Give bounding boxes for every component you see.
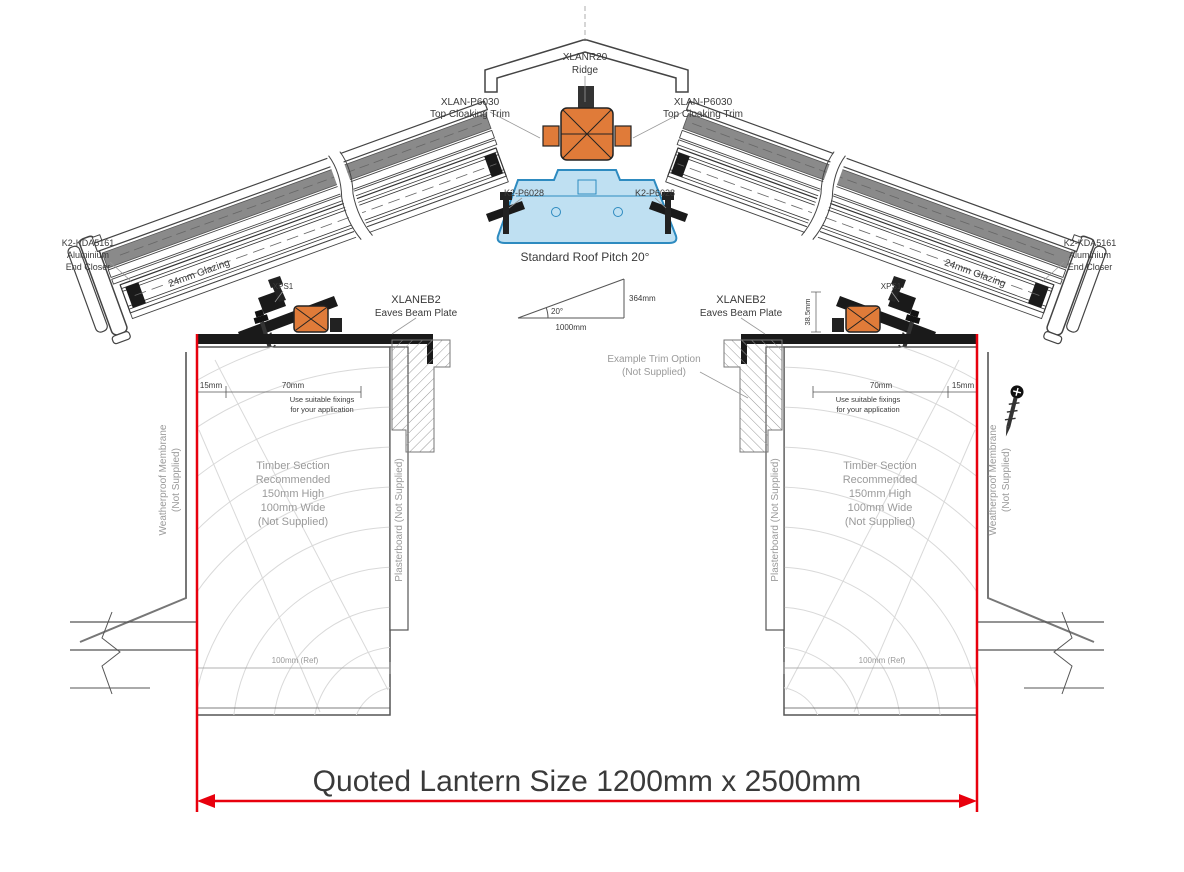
k2-label-right: K2-P6028	[635, 188, 675, 198]
screw-icon	[1004, 385, 1024, 437]
quoted-dimension	[195, 334, 979, 812]
eaves-part-label-left: XLANEB2	[391, 294, 441, 306]
top-cloaking-part-label-right: XLAN-P6030	[674, 97, 733, 108]
gasket-bar	[111, 139, 498, 285]
top-cloaking-part-label-left: XLAN-P6030	[441, 97, 500, 108]
timber-note-l1-left: Timber Section	[256, 460, 330, 472]
eaves-beam-extrusion	[293, 305, 329, 333]
ref-100-left: 100mm (Ref)	[272, 656, 319, 665]
trim-flange	[107, 129, 495, 278]
ridge-name-label: Ridge	[572, 65, 599, 76]
pitch-run-label: 1000mm	[555, 323, 586, 332]
timber-note-l3-right: 150mm High	[849, 488, 911, 500]
pitch-triangle	[517, 278, 625, 319]
ridge-bolt	[578, 86, 594, 108]
end-closer-l2-left: Aluminium	[67, 250, 109, 260]
membrane-label-l1-left: Weatherproof Membrane	[158, 424, 169, 535]
xps-label-right: XPS1	[881, 282, 902, 291]
pitch-angle-label: 20°	[551, 307, 563, 316]
timber-note-l5-right: (Not Supplied)	[845, 516, 915, 528]
eaves-name-label-right: Eaves Beam Plate	[700, 308, 783, 319]
top-cloaking-name-label-left: Top Cloaking Trim	[430, 109, 510, 120]
end-closer-l3-right: End Closer	[1068, 262, 1113, 272]
left-roof-slope	[67, 100, 509, 345]
membrane-label-l2-right: (Not Supplied)	[1001, 448, 1012, 512]
timber-note-l1-right: Timber Section	[843, 460, 917, 472]
timber-note-l2-right: Recommended	[843, 474, 918, 486]
arrow-right	[959, 794, 977, 808]
dim-15-right: 15mm	[952, 381, 975, 390]
dim-70-right: 70mm	[870, 381, 893, 390]
end-closer-part-right: K2-KDA5161	[1064, 238, 1117, 248]
end-closer-part-left: K2-KDA5161	[62, 238, 115, 248]
dim-15-left: 15mm	[200, 381, 223, 390]
ridge-fixing-right	[649, 192, 688, 234]
material-break	[326, 151, 373, 241]
dim-385	[811, 291, 821, 333]
leader-lines	[109, 76, 1065, 399]
ridge-beam	[496, 169, 678, 244]
trim-option-l1: Example Trim Option	[607, 354, 700, 365]
plasterboard-label-right: Plasterboard (Not Supplied)	[770, 458, 781, 581]
fixings-note-l1-left: Use suitable fixings	[290, 395, 355, 404]
pitch-title: Standard Roof Pitch 20°	[521, 250, 650, 264]
ref-100-right: 100mm (Ref)	[859, 656, 906, 665]
xps-label-left: XPS1	[273, 282, 294, 291]
k2-label-left: K2-P6028	[504, 188, 544, 198]
timber-note-l4-right: 100mm Wide	[848, 502, 913, 514]
ridge-cap	[484, 39, 689, 93]
membrane-line	[79, 352, 187, 643]
ridge-extrusion	[542, 107, 632, 161]
end-closer-l2-right: Aluminium	[1069, 250, 1111, 260]
ridge-part-label: XLANR20	[563, 52, 608, 63]
roof-deck-lines	[70, 611, 197, 695]
timber-grain	[197, 347, 390, 715]
quoted-lantern-size-label: Quoted Lantern Size 1200mm x 2500mm	[313, 765, 862, 798]
pitch-rise-label: 364mm	[629, 294, 656, 303]
timber-note-l4-left: 100mm Wide	[261, 502, 326, 514]
dim-70-left: 70mm	[282, 381, 305, 390]
timber-note-l5-left: (Not Supplied)	[258, 516, 328, 528]
example-trim-shape	[391, 339, 451, 453]
trim-option-l2: (Not Supplied)	[622, 367, 686, 378]
fixings-note-l1-right: Use suitable fixings	[836, 395, 901, 404]
fixings-note-l2-right: for your application	[836, 405, 899, 414]
membrane-label-l1-right: Weatherproof Membrane	[988, 424, 999, 535]
ridge-assembly	[484, 39, 689, 244]
dash-line-upper	[119, 123, 482, 256]
eaves-beam-plate-bar	[197, 334, 433, 344]
plasterboard-label-left: Plasterboard (Not Supplied)	[394, 458, 405, 581]
eaves-name-label-left: Eaves Beam Plate	[375, 308, 458, 319]
end-closer-profile	[67, 235, 131, 345]
timber-note-l2-left: Recommended	[256, 474, 331, 486]
eaves-bolt-shaft	[272, 284, 286, 302]
top-cloaking-name-label-right: Top Cloaking Trim	[663, 109, 743, 120]
left-wall-buildup	[70, 334, 451, 716]
timber-note-l3-left: 150mm High	[262, 488, 324, 500]
dash-line-lower	[134, 163, 497, 296]
ridge-fixing-left	[486, 192, 525, 234]
fixings-note-l2-left: for your application	[290, 405, 353, 414]
end-closer-l3-left: End Closer	[66, 262, 111, 272]
eaves-cleat	[330, 318, 342, 332]
arrow-left	[197, 794, 215, 808]
membrane-label-l2-left: (Not Supplied)	[171, 448, 182, 512]
eaves-part-label-right: XLANEB2	[716, 294, 766, 306]
top-cloaking-trim-bar	[93, 100, 488, 253]
glazing-bottom-bar	[129, 175, 509, 320]
dim-385-label: 38.5mm	[803, 298, 812, 325]
